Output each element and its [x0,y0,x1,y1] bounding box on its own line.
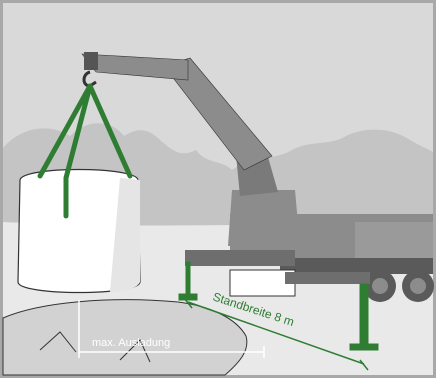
outrigger-rear [285,272,370,284]
load [18,170,140,293]
truck-chassis [280,258,433,274]
crane-base [228,190,300,246]
outrigger-beam [185,250,295,266]
crane-hook-block [84,52,98,70]
reach-label: max. Ausladung [92,337,170,349]
truck-wheel [372,278,388,294]
truck-cab [355,222,433,260]
truck-wheel [410,278,426,294]
